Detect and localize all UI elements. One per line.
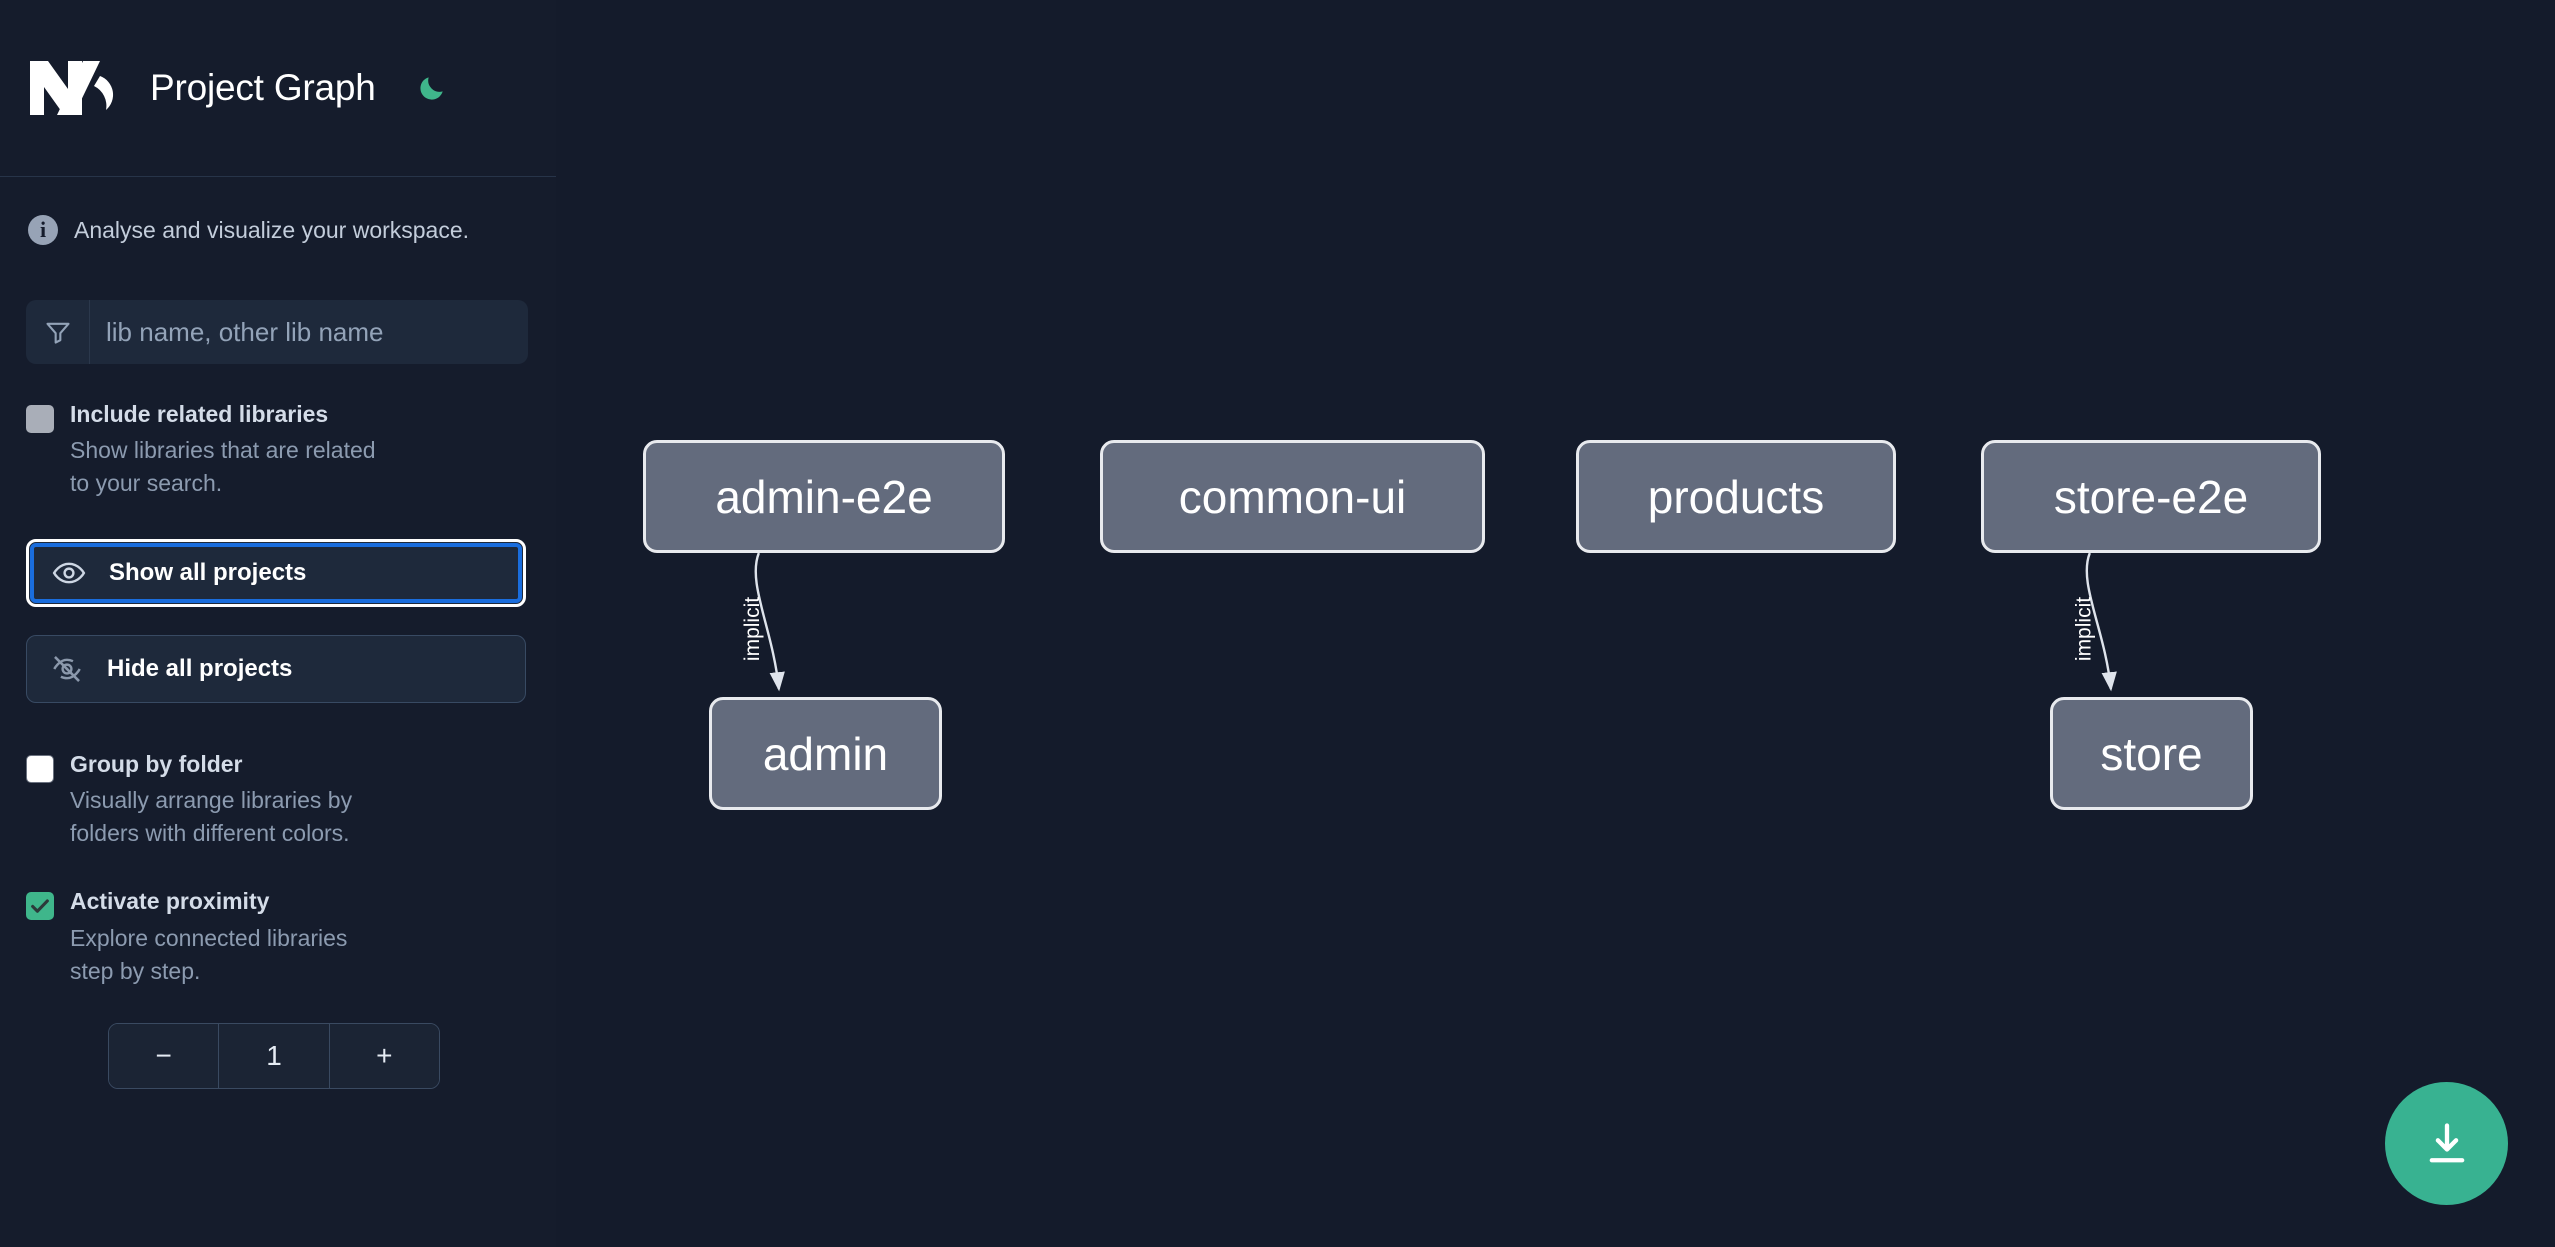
graph-edge (2085, 552, 2117, 692)
page-title: Project Graph (150, 67, 376, 108)
nx-logo-icon (30, 61, 114, 115)
download-button[interactable] (2385, 1082, 2508, 1205)
proximity-increment-button[interactable]: + (328, 1024, 439, 1089)
sidebar-header: Project Graph (0, 0, 556, 177)
moon-icon[interactable] (412, 68, 452, 108)
hide-all-projects-button[interactable]: Hide all projects (26, 634, 526, 703)
download-icon (2429, 1122, 2464, 1162)
include-related-libraries-checkbox[interactable] (26, 405, 54, 433)
graph-node[interactable]: admin (709, 697, 942, 810)
eye-off-icon (27, 652, 107, 686)
option-description: Visually arrange libraries by folders wi… (70, 786, 353, 847)
graph-edge-label: implicit (2072, 597, 2095, 661)
option-label: Include related libraries (70, 401, 329, 427)
option-description: Explore connected libraries step by step… (70, 924, 348, 984)
show-all-projects-label: Show all projects (109, 558, 307, 586)
eye-icon (29, 556, 109, 590)
hide-all-projects-label: Hide all projects (107, 654, 293, 682)
graph-node[interactable]: common-ui (1100, 440, 1485, 553)
proximity-decrement-button[interactable]: − (109, 1024, 219, 1089)
option-description: Show libraries that are related to your … (70, 437, 376, 497)
option-include-related-libraries[interactable]: Include related libraries Show libraries… (0, 399, 556, 501)
graph-node[interactable]: store-e2e (1981, 440, 2321, 553)
search-bar (26, 300, 528, 364)
graph-edges: implicit implicit (741, 552, 2117, 692)
show-all-projects-button[interactable]: Show all projects (26, 538, 526, 607)
graph-edge (754, 552, 785, 692)
graph-node[interactable]: products (1576, 440, 1896, 553)
group-by-folder-checkbox[interactable] (26, 754, 54, 783)
graph-node[interactable]: store (2050, 697, 2253, 810)
activate-proximity-checkbox[interactable] (26, 892, 54, 921)
proximity-value: 1 (218, 1024, 329, 1089)
graph-edge-label: implicit (741, 597, 764, 661)
workspace-info: i Analyse and visualize your workspace. (0, 177, 556, 245)
graph-canvas[interactable]: implicit implicit admin-e2e common-ui produ… (556, 0, 2555, 1247)
option-group-by-folder[interactable]: Group by folder Visually arrange librari… (0, 749, 556, 851)
search-input[interactable] (90, 300, 528, 364)
graph-node[interactable]: admin-e2e (643, 440, 1005, 553)
workspace-info-text: Analyse and visualize your workspace. (74, 216, 470, 243)
info-circle-icon: i (28, 215, 58, 245)
option-label: Activate proximity (70, 888, 270, 915)
proximity-stepper: − 1 + (108, 1023, 440, 1090)
sidebar: Project Graph i Analyse and visualize yo… (0, 0, 556, 1247)
filter-icon[interactable] (26, 300, 90, 364)
check-icon (31, 899, 49, 914)
option-activate-proximity[interactable]: Activate proximity Explore connected lib… (0, 886, 556, 988)
option-label: Group by folder (70, 750, 243, 777)
